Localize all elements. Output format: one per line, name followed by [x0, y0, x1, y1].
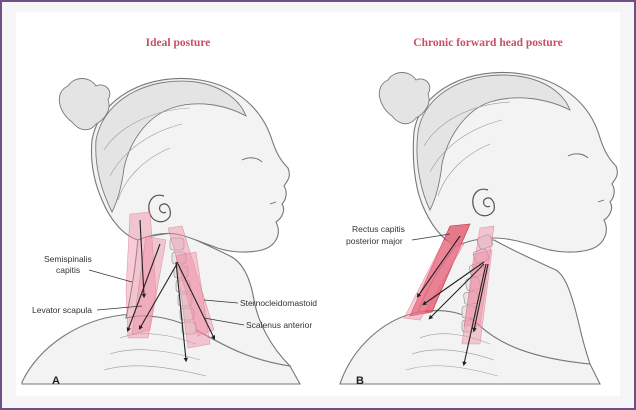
label-rectus-line2: posterior major — [346, 236, 403, 246]
panel-a-title: Ideal posture — [146, 37, 211, 49]
label-sternocleidomastoid: Sternocleidomastoid — [240, 298, 317, 308]
label-rectus-line1: Rectus capitis — [352, 224, 405, 234]
leader-semispinalis — [89, 270, 132, 282]
panel-a-letter: A — [52, 375, 60, 387]
label-semispinalis-line1: Semispinalis — [44, 254, 92, 264]
panel-a: Ideal posture — [22, 37, 317, 387]
panel-b: Chronic forward head posture — [340, 37, 617, 387]
label-semispinalis-line2: capitis — [56, 265, 80, 275]
label-levator: Levator scapula — [32, 305, 92, 315]
panel-b-letter: B — [356, 375, 364, 387]
label-scalenus: Scalenus anterior — [246, 320, 312, 330]
panel-b-title: Chronic forward head posture — [413, 37, 562, 49]
